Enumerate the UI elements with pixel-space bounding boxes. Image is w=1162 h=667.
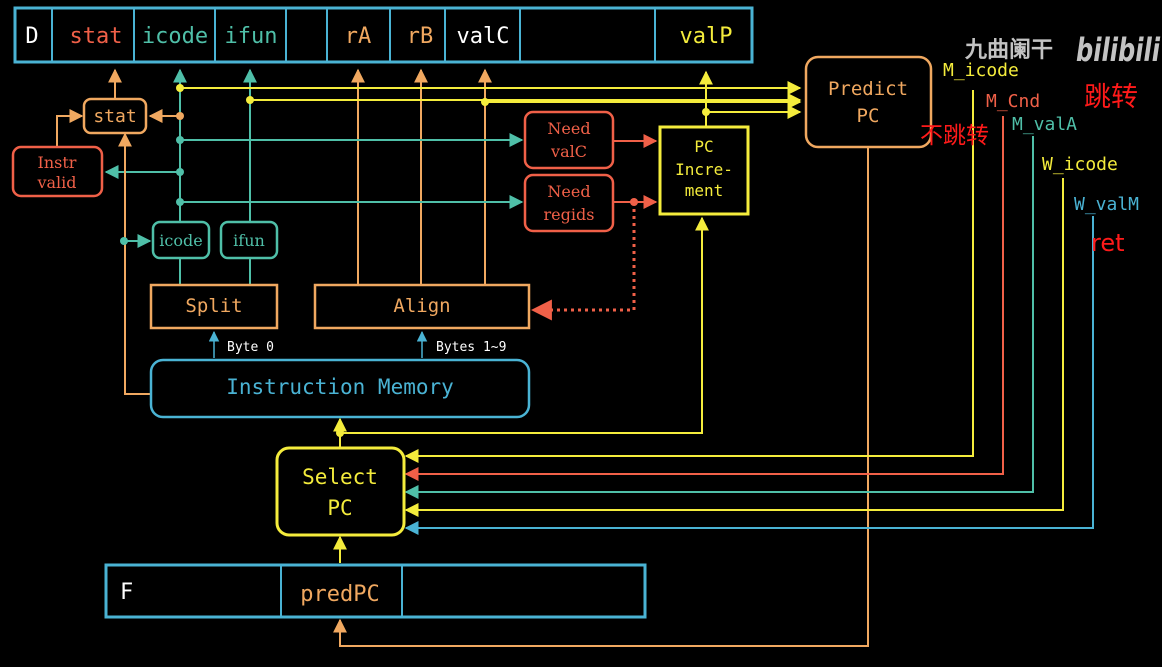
watermark-author: 九曲阑干 — [964, 37, 1053, 63]
split-block: Split — [149, 283, 279, 330]
predict-pc-block: Predict PC — [804, 55, 933, 149]
d-pipeline-register: D stat icode ifun rA rB valC valP — [13, 6, 754, 64]
select-pc-label-1: Select — [302, 465, 378, 489]
instruction-memory-block: Instruction Memory — [149, 358, 531, 419]
pc-increment-block: PC Incre- ment — [658, 125, 750, 216]
ifun-block-label: ifun — [233, 231, 265, 250]
align-block-label: Align — [393, 295, 450, 317]
predict-pc-label-2: PC — [857, 105, 880, 127]
icode-block-label: icode — [159, 231, 202, 250]
stat-block: stat — [82, 97, 148, 135]
f-pipeline-register: F predPC — [104, 563, 647, 619]
pc-increment-label-1: PC — [694, 137, 713, 156]
need-valc-block: Need valC — [523, 110, 615, 170]
align-block: Align — [313, 283, 531, 330]
d-field-ra: rA — [345, 24, 372, 49]
instr-valid-label-2: valid — [36, 173, 76, 192]
d-field-icode: icode — [142, 24, 208, 49]
select-pc-label-2: PC — [327, 496, 352, 520]
need-regids-block: Need regids — [523, 173, 615, 233]
watermark-site-logo: bilibili — [1076, 31, 1161, 69]
annotation-ret: ret — [1091, 229, 1125, 257]
instruction-memory-label: Instruction Memory — [226, 375, 454, 399]
need-regids-label-2: regids — [544, 205, 595, 224]
watermark: 九曲阑干 bilibili — [964, 31, 1161, 69]
need-regids-label-1: Need — [547, 182, 590, 201]
ifun-block: ifun — [219, 220, 279, 260]
signal-m-icode: M_icode — [943, 60, 1019, 81]
signal-w-icode: W_icode — [1042, 154, 1118, 175]
annotation-no-jump: 不跳转 — [920, 123, 989, 149]
junction-dots — [120, 84, 710, 437]
d-field-rb: rB — [407, 24, 434, 49]
instr-valid-block: Instr valid — [11, 145, 104, 198]
f-register-label: F — [120, 580, 133, 605]
select-pc-block: Select PC — [275, 446, 406, 537]
d-register-label: D — [25, 24, 38, 49]
byte0-label: Byte 0 — [227, 340, 274, 355]
icode-block: icode — [151, 220, 211, 260]
need-valc-label-1: Need — [547, 119, 590, 138]
pc-increment-label-3: ment — [685, 181, 724, 200]
bytes19-label: Bytes 1~9 — [436, 340, 506, 355]
d-field-stat: stat — [70, 24, 123, 49]
stat-block-label: stat — [93, 106, 136, 127]
wires — [56, 68, 1094, 647]
signal-m-vala: M_valA — [1012, 114, 1077, 135]
annotation-jump: 跳转 — [1084, 82, 1138, 113]
f-field-predpc: predPC — [300, 582, 379, 607]
instr-valid-label-1: Instr — [38, 153, 77, 172]
d-field-ifun: ifun — [225, 24, 278, 49]
split-block-label: Split — [185, 295, 242, 317]
need-valc-label-2: valC — [550, 142, 587, 161]
pc-increment-label-2: Incre- — [675, 160, 733, 179]
d-field-valc: valC — [457, 24, 510, 49]
signal-m-cnd: M_Cnd — [986, 91, 1040, 112]
predict-pc-label-1: Predict — [828, 78, 908, 100]
signal-w-valm: W_valM — [1074, 194, 1139, 215]
d-field-valp: valP — [680, 24, 733, 49]
